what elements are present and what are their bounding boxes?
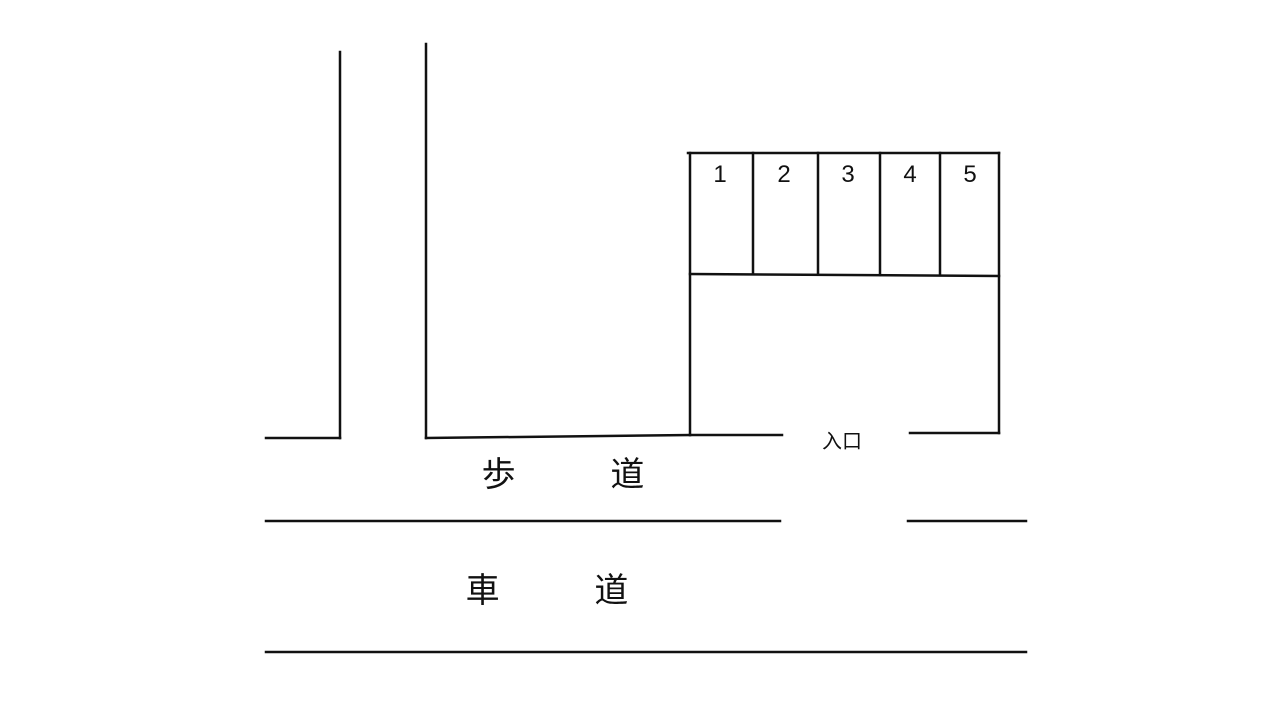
stalls-bottom-line xyxy=(688,272,1001,278)
parking-space-number: 1 xyxy=(713,161,726,188)
parking-space-number: 2 xyxy=(777,161,790,188)
property-front-boundary xyxy=(424,433,692,440)
sidewalk-label: 歩 道 xyxy=(482,455,687,495)
parking-space-number: 5 xyxy=(963,161,976,188)
entrance-label: 入口 xyxy=(822,429,862,453)
roadway-label: 車 道 xyxy=(466,571,671,611)
parking-space-number: 3 xyxy=(841,161,854,188)
parking-space-number: 4 xyxy=(903,161,916,188)
